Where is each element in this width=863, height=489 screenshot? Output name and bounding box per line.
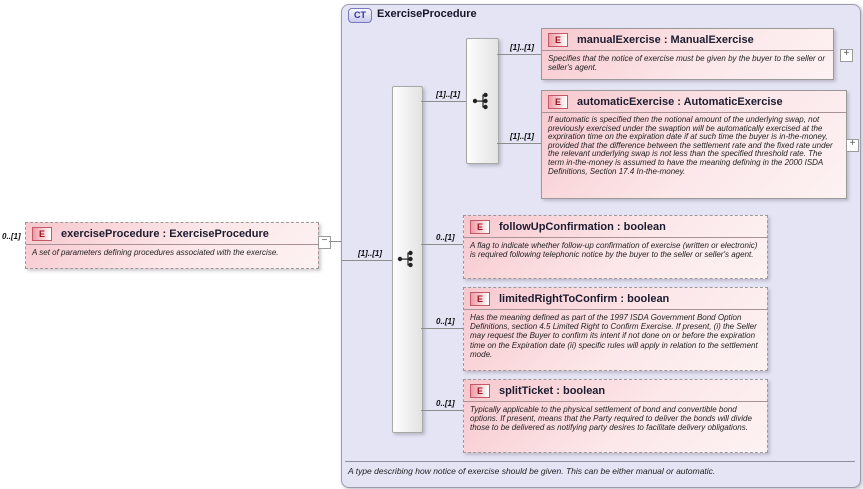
- manual-cardinality-label: [1]..[1]: [510, 43, 534, 52]
- limited-cardinality-label: 0..[1]: [436, 317, 455, 326]
- complex-type-title: ExerciseProcedure: [377, 8, 477, 20]
- element-description: Specifies that the notice of exercise mu…: [548, 54, 826, 73]
- element-title: limitedRightToConfirm : boolean: [499, 293, 670, 305]
- sequence-icon: [397, 250, 413, 268]
- element-header: E splitTicket : boolean: [464, 380, 767, 402]
- element-badge-icon: E: [470, 220, 490, 234]
- collapse-icon[interactable]: −: [318, 236, 331, 249]
- connector-line: [329, 241, 343, 242]
- element-title: followUpConfirmation : boolean: [499, 221, 666, 233]
- element-badge-icon: E: [32, 227, 52, 241]
- element-title: splitTicket : boolean: [499, 385, 606, 397]
- complex-type-badge-icon: CT: [348, 8, 372, 23]
- automatic-cardinality-label: [1]..[1]: [510, 132, 534, 141]
- connector-line: [421, 244, 463, 245]
- element-description: If automatic is specified then the notio…: [548, 115, 833, 176]
- element-badge-icon: E: [548, 95, 568, 109]
- connector-line: [497, 54, 541, 55]
- element-badge-icon: E: [470, 292, 490, 306]
- element-title: manualExercise : ManualExercise: [577, 34, 754, 46]
- element-description: Has the meaning defined as part of the 1…: [470, 313, 758, 359]
- element-exerciseProcedure[interactable]: E exerciseProcedure : ExerciseProcedure …: [25, 222, 319, 269]
- followup-cardinality-label: 0..[1]: [436, 233, 455, 242]
- element-limitedRightToConfirm[interactable]: E limitedRightToConfirm : boolean Has th…: [463, 287, 768, 371]
- element-header: E exerciseProcedure : ExerciseProcedure: [26, 223, 318, 245]
- root-link-cardinality-label: [1]..[1]: [358, 249, 382, 258]
- element-header: E followUpConfirmation : boolean: [464, 216, 767, 238]
- connector-line: [421, 101, 466, 102]
- split-cardinality-label: 0..[1]: [436, 399, 455, 408]
- element-description: A set of parameters defining procedures …: [32, 248, 279, 257]
- element-description: Typically applicable to the physical set…: [470, 405, 752, 433]
- complex-type-annotation: A type describing how notice of exercise…: [348, 466, 716, 476]
- element-title: automaticExercise : AutomaticExercise: [577, 96, 783, 108]
- element-badge-icon: E: [548, 33, 568, 47]
- connector-line: [421, 410, 463, 411]
- choice-icon: [472, 92, 488, 110]
- element-description: A flag to indicate whether follow-up con…: [470, 241, 758, 260]
- element-automaticExercise[interactable]: E automaticExercise : AutomaticExercise …: [541, 90, 847, 199]
- expand-icon[interactable]: +: [840, 49, 853, 62]
- connector-line: [497, 143, 541, 144]
- element-followUpConfirmation[interactable]: E followUpConfirmation : boolean A flag …: [463, 215, 768, 279]
- element-header: E limitedRightToConfirm : boolean: [464, 288, 767, 310]
- expand-icon[interactable]: +: [846, 139, 859, 152]
- element-manualExercise[interactable]: E manualExercise : ManualExercise Specif…: [541, 28, 834, 80]
- element-splitTicket[interactable]: E splitTicket : boolean Typically applic…: [463, 379, 768, 453]
- element-title: exerciseProcedure : ExerciseProcedure: [61, 228, 269, 240]
- connector-line: [421, 328, 463, 329]
- footer-divider: [345, 461, 855, 462]
- connector-line: [342, 260, 392, 261]
- element-header: E manualExercise : ManualExercise: [542, 29, 833, 51]
- element-header: E automaticExercise : AutomaticExercise: [542, 91, 846, 113]
- choice-cardinality-label: [1]..[1]: [436, 90, 460, 99]
- element-badge-icon: E: [470, 384, 490, 398]
- root-cardinality-label: 0..[1]: [2, 232, 21, 241]
